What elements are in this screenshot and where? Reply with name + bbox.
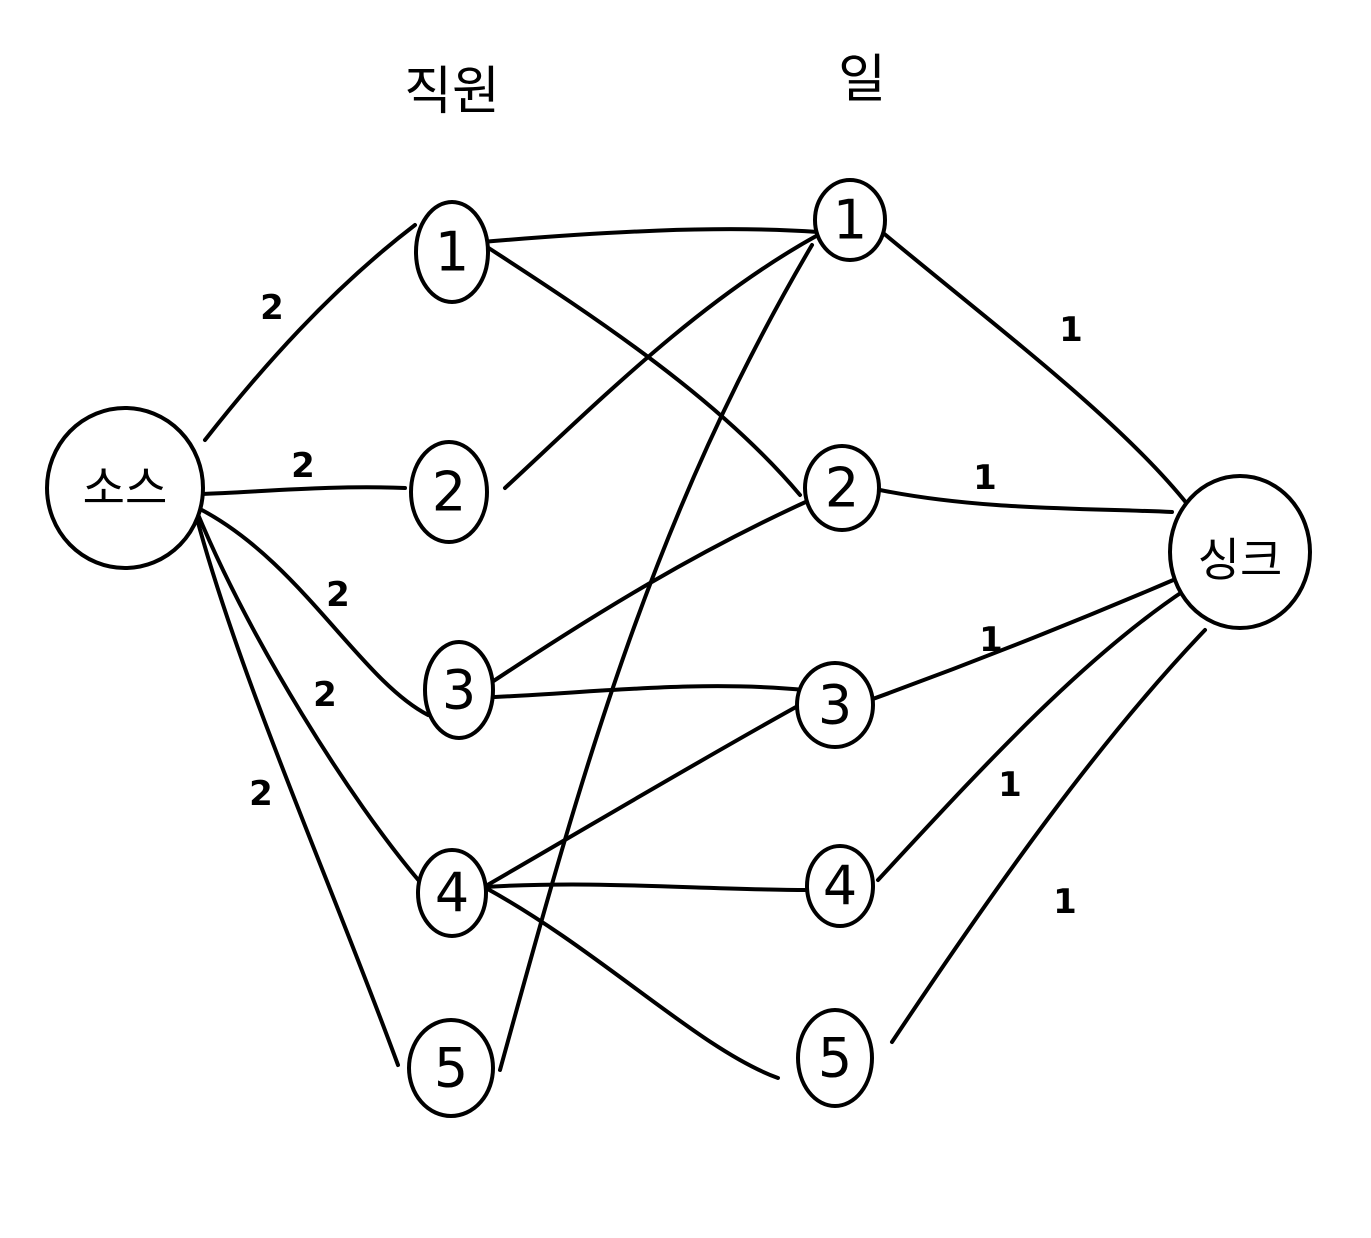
edge-employee-5-job-1 — [498, 243, 814, 1072]
edge-employee-4-job-5 — [482, 885, 780, 1080]
job-node-4: 4 — [805, 844, 875, 928]
edge-source-employee-4 — [195, 510, 422, 884]
capacity-label-source-4: 2 — [313, 675, 337, 715]
edge-job-3-sink — [868, 576, 1180, 702]
capacity-label-sink-4: 1 — [998, 765, 1022, 805]
header-employees: 직원 — [404, 62, 500, 122]
edge-employee-4-job-4 — [482, 882, 810, 892]
employee-node-3-label: 3 — [442, 659, 476, 722]
edge-source-employee-5 — [194, 513, 400, 1067]
capacity-label-sink-1: 1 — [1059, 310, 1083, 350]
employee-node-2: 2 — [409, 440, 489, 544]
sink-node-label: 싱크 — [1198, 533, 1283, 587]
employee-node-4: 4 — [416, 848, 488, 938]
edge-job-2-sink — [878, 488, 1174, 514]
edge-employee-1-job-1 — [480, 227, 820, 244]
edge-job-4-sink — [876, 588, 1187, 882]
job-node-2-label: 2 — [825, 457, 859, 520]
edge-job-1-sink — [880, 230, 1190, 507]
employee-node-4-label: 4 — [435, 862, 469, 925]
edge-job-5-sink — [890, 628, 1207, 1044]
job-node-3: 3 — [795, 661, 875, 749]
capacity-label-sink-5: 1 — [1053, 882, 1077, 922]
source-node: 소스 — [45, 406, 205, 570]
job-node-4-label: 4 — [823, 855, 857, 918]
job-node-5-label: 5 — [818, 1027, 852, 1090]
employee-node-5-label: 5 — [434, 1037, 468, 1100]
job-node-3-label: 3 — [818, 674, 852, 737]
edge-employee-4-job-3 — [482, 700, 807, 889]
employee-node-5: 5 — [407, 1018, 495, 1118]
capacity-label-source-2: 2 — [291, 446, 315, 486]
edge-source-employee-2 — [198, 485, 407, 496]
edge-employee-2-job-1 — [503, 233, 820, 490]
edge-source-employee-3 — [196, 506, 430, 717]
edge-employee-3-job-3 — [493, 684, 807, 699]
capacity-label-sink-2: 1 — [973, 458, 997, 498]
employee-node-1-label: 1 — [435, 221, 469, 284]
job-node-1-label: 1 — [833, 189, 867, 252]
source-node-label: 소스 — [83, 461, 168, 515]
sink-node: 싱크 — [1168, 474, 1312, 630]
edge-employee-1-job-2 — [482, 243, 802, 497]
job-node-5: 5 — [796, 1008, 874, 1108]
employee-node-2-label: 2 — [432, 461, 466, 524]
job-node-2: 2 — [803, 444, 881, 532]
employee-node-1: 1 — [414, 200, 490, 304]
job-node-1: 1 — [813, 178, 887, 262]
capacity-label-source-5: 2 — [249, 774, 273, 814]
capacity-label-source-3: 2 — [326, 575, 350, 615]
edge-source-employee-1 — [203, 223, 417, 442]
header-jobs: 일 — [838, 50, 886, 110]
employee-node-3: 3 — [423, 640, 495, 740]
capacity-label-sink-3: 1 — [979, 620, 1003, 660]
capacity-label-source-1: 2 — [260, 288, 284, 328]
